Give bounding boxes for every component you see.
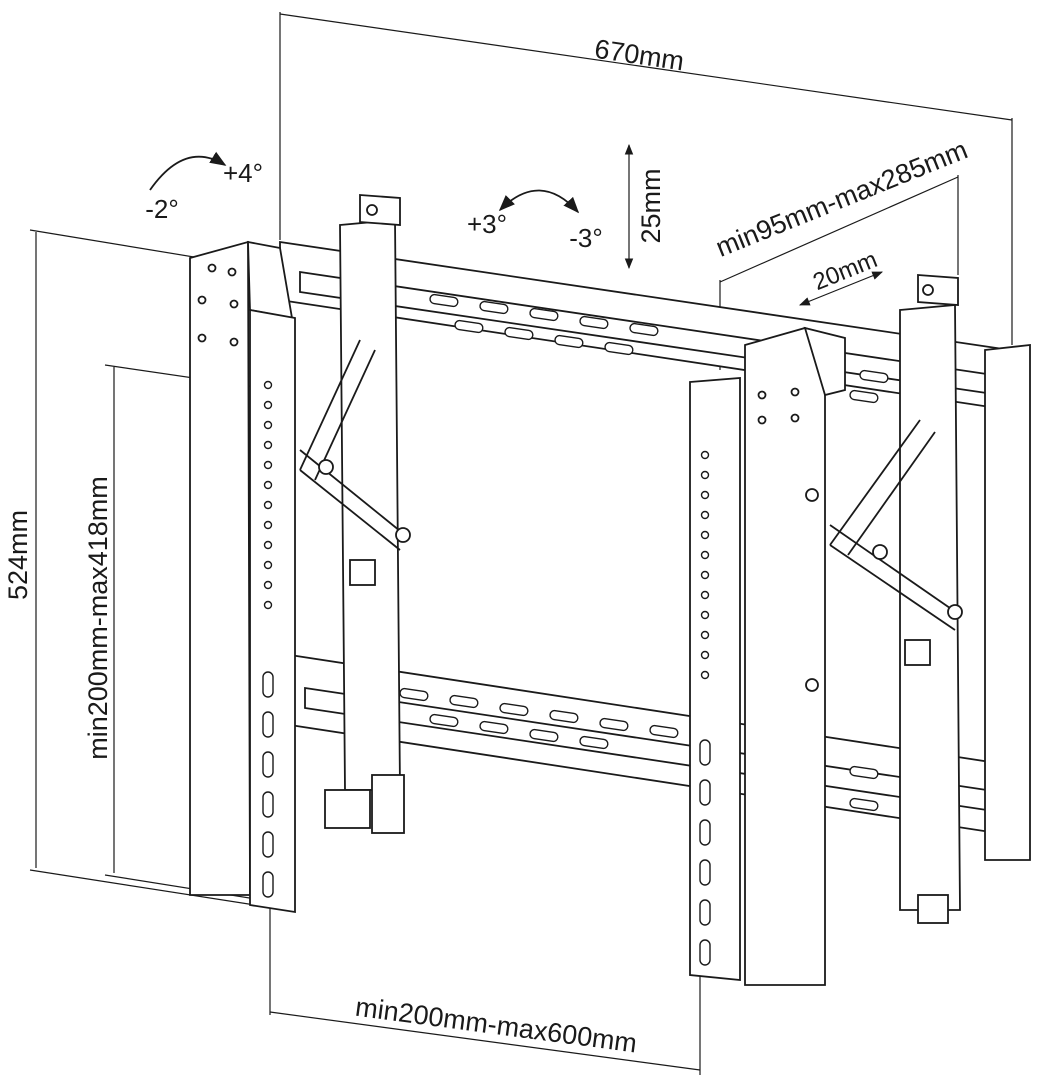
left-inner-bar	[249, 308, 296, 914]
width-total-label: 670mm	[593, 34, 686, 77]
tilt-arrows	[149, 151, 580, 214]
left-scissor-arm	[299, 194, 411, 834]
left-tilt-up-label: +4°	[223, 158, 263, 188]
right-inner-bar	[689, 377, 741, 981]
center-tilt-up-label: +3°	[467, 209, 507, 239]
center-tilt-arrow-icon	[498, 189, 580, 214]
horizontal-range-label: min200mm-max600mm	[354, 992, 639, 1059]
micro-adjust-label: 20mm	[809, 246, 881, 296]
center-tilt-down-label: -3°	[569, 223, 603, 253]
dimension-labels: 670mm 524mm 25mm min95mm-max285mm 20mm m…	[3, 34, 972, 1059]
tilt-labels: +4° -2° +3° -3°	[145, 158, 603, 253]
height-total-label: 524mm	[3, 510, 33, 600]
dimension-lines	[29, 12, 1013, 1075]
right-scissor-arm	[829, 274, 963, 924]
vertical-range-label: min200mm-max418mm	[83, 476, 113, 760]
panel-depth-label: 25mm	[636, 168, 666, 243]
right-outer-bar	[744, 326, 846, 986]
depth-range-label: min95mm-max285mm	[712, 134, 972, 262]
left-tilt-down-label: -2°	[145, 194, 179, 224]
left-tilt-arrow-icon	[149, 151, 227, 191]
